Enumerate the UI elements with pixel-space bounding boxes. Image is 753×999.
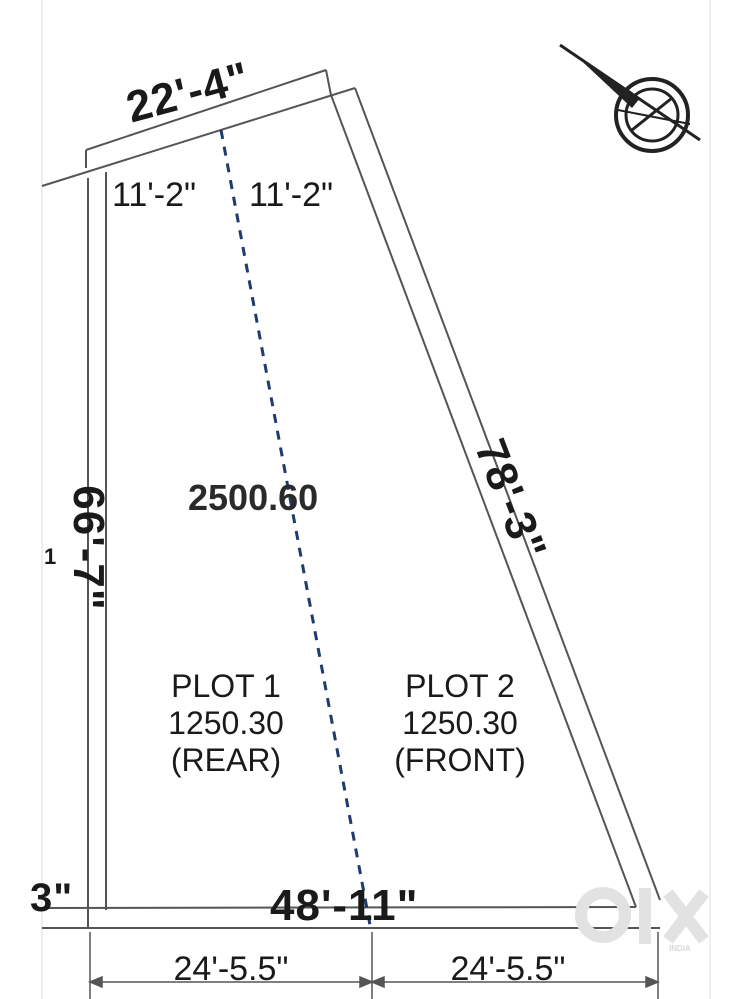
bottom-dimension-label: 48'-11": [270, 881, 419, 930]
north-arrow-icon: [559, 43, 701, 153]
arrowhead-mid-left: [359, 975, 374, 989]
left-cut-fragment-label: 3": [30, 876, 74, 920]
arrowhead-right: [645, 975, 660, 989]
left-side-dimension-label: 66'-7": [64, 485, 113, 611]
plot-2-name: PLOT 2: [405, 668, 515, 704]
bottom-left-half-label: 24'-5.5": [173, 950, 289, 988]
top-dimension-tick-right: [325, 69, 332, 96]
bottom-right-half-label: 24'-5.5": [450, 950, 566, 988]
olx-logo: [575, 887, 709, 944]
plot-2-block: PLOT 2 1250.30 (FRONT): [394, 668, 526, 778]
right-boundary-inner: [330, 94, 637, 908]
left-edge-fragment: 1: [44, 544, 57, 569]
plot-1-position: (REAR): [170, 741, 282, 778]
top-right-half-label: 11'-2": [249, 176, 334, 214]
plot-boundary: [41, 69, 661, 929]
arrowhead-mid-right: [370, 975, 385, 989]
plot-1-area: 1250.30: [168, 704, 284, 741]
top-left-half-label: 11'-2": [112, 176, 197, 214]
plot-2-area: 1250.30: [402, 704, 518, 741]
plot-1-block: PLOT 1 1250.30 (REAR): [168, 668, 284, 778]
top-dimension-line: [85, 69, 327, 151]
bottom-dimension: [88, 932, 660, 999]
plot-divider-line: [219, 129, 372, 926]
total-area-label: 2500.60: [188, 477, 319, 518]
right-boundary-outer: [354, 87, 661, 901]
bottom-boundary-upper: [41, 906, 637, 909]
plot-2-position: (FRONT): [394, 741, 526, 778]
olx-logo-subtext: INDIA: [669, 944, 691, 953]
plot-1-name: PLOT 1: [171, 668, 281, 704]
top-boundary-line: [41, 87, 356, 187]
arrowhead-left: [88, 975, 103, 989]
